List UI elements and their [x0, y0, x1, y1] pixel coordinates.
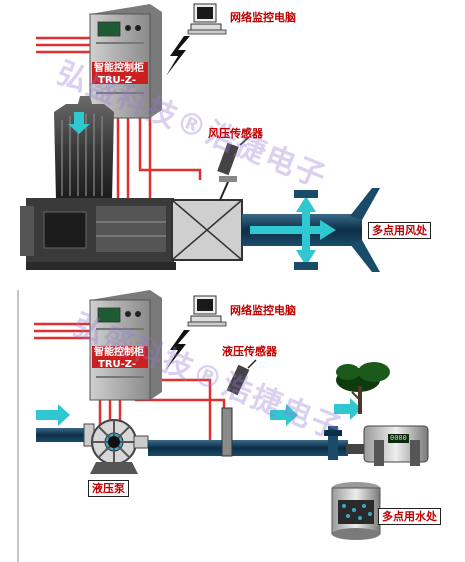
flow-meter-readout: 0000	[388, 434, 409, 443]
top-cabinet-model: TRU-Z-	[98, 75, 137, 86]
pump-label: 液压泵	[88, 480, 129, 497]
top-lightning-icon	[166, 36, 190, 76]
bottom-pressure-sensor-icon	[226, 359, 257, 396]
top-sensor-label: 风压传感器	[208, 127, 263, 140]
top-cabinet-title: 智能控制柜	[94, 63, 144, 74]
bottom-system	[34, 290, 429, 540]
bottom-flow-arrow-icon	[270, 404, 298, 426]
bottom-control-cabinet	[89, 290, 162, 401]
bottom-intake-pipe	[36, 428, 86, 442]
bottom-computer-icon	[187, 295, 227, 327]
top-blower	[20, 198, 176, 270]
top-monitor-label: 网络监控电脑	[230, 11, 296, 24]
bottom-main-pipe	[148, 440, 348, 456]
bottom-lightning-icon	[166, 330, 190, 370]
bottom-outlet-label: 多点用水处	[378, 508, 441, 525]
bottom-cabinet-model: TRU-Z-	[98, 359, 137, 370]
top-outlet-label: 多点用风处	[368, 222, 431, 239]
top-system	[20, 3, 380, 272]
bottom-pump	[83, 419, 149, 474]
top-pressure-sensor-icon	[217, 137, 249, 201]
bottom-flow-meter	[346, 425, 429, 466]
top-outlet-diffuser	[294, 188, 380, 272]
top-motor	[54, 96, 114, 200]
top-control-cabinet	[89, 4, 162, 119]
bottom-cabinet-title: 智能控制柜	[94, 347, 144, 358]
bottom-sensor-label: 液压传感器	[222, 345, 277, 358]
bottom-inflow-arrow-icon	[36, 404, 70, 426]
top-computer-icon	[187, 3, 227, 35]
top-flow-arrow-icon	[250, 196, 336, 266]
bottom-water-tank	[331, 482, 381, 540]
bottom-monitor-label: 网络监控电脑	[230, 304, 296, 317]
tree-icon	[336, 362, 390, 414]
